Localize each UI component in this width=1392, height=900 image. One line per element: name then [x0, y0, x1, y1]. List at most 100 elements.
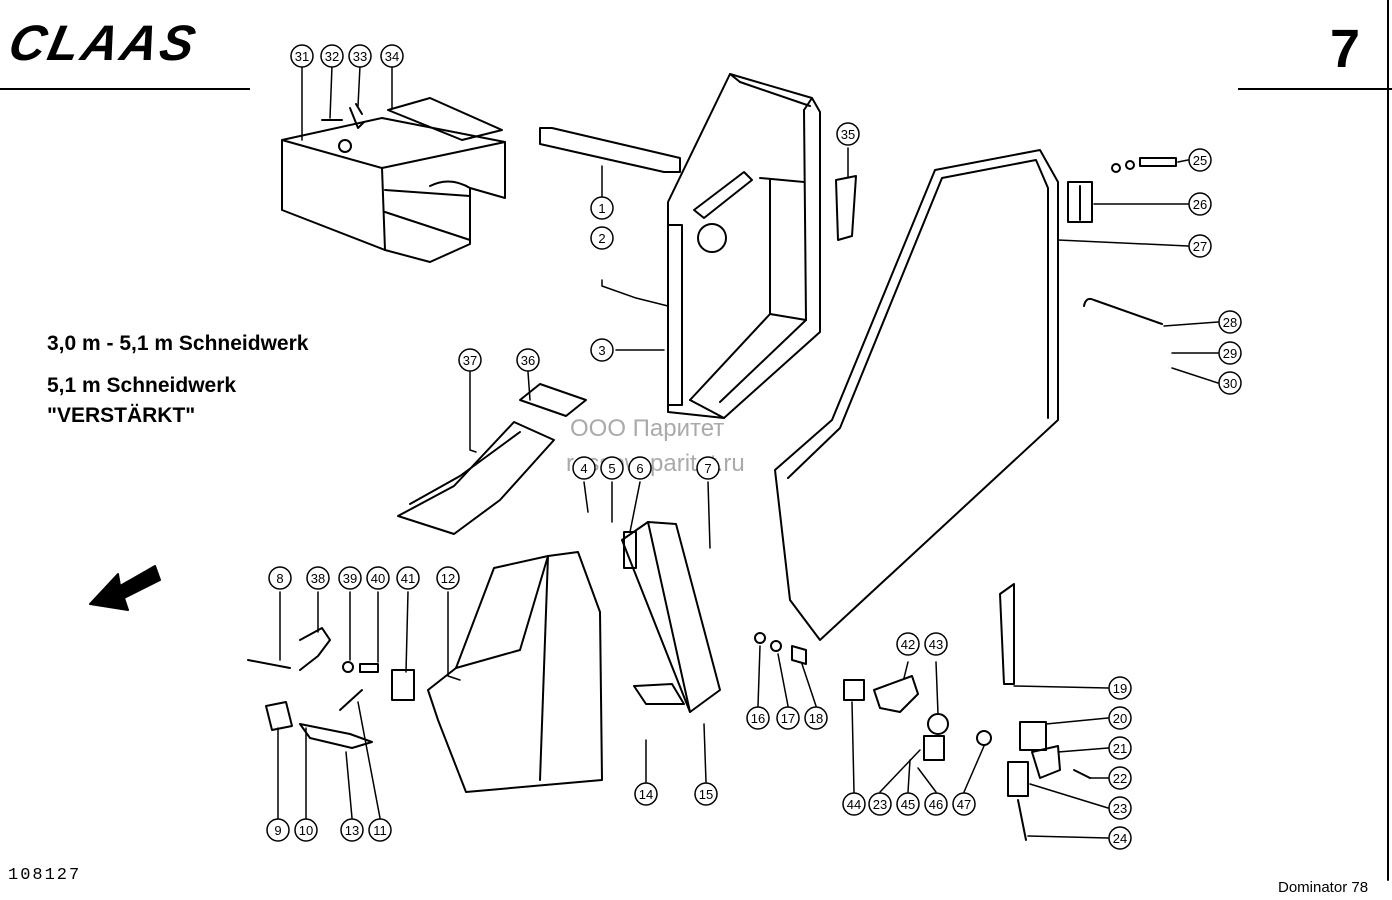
angle-bracket-part — [519, 383, 587, 417]
part-callout: 15 — [694, 782, 718, 806]
part-callout-circle — [268, 566, 292, 590]
clip-part — [835, 175, 857, 241]
part-callout: 44 — [842, 792, 866, 816]
part-callout: 35 — [836, 122, 860, 146]
vertical-beam-part — [621, 521, 721, 713]
part-callout: 29 — [1218, 341, 1242, 365]
part-callout: 21 — [1108, 736, 1132, 760]
part-callout: 18 — [804, 706, 828, 730]
part-callout-circle — [1188, 234, 1212, 258]
model-label: Dominator 78 — [1278, 879, 1369, 896]
part-callout-label: 16 — [751, 711, 765, 726]
part-callout-label: 6 — [636, 461, 643, 476]
channel-edge — [409, 431, 521, 505]
part-callout-circle — [1108, 766, 1132, 790]
caption-reinforced-header: 5,1 m Schneidwerk — [47, 374, 237, 397]
part-callout: 23 — [868, 792, 892, 816]
bolt-25 — [1139, 157, 1177, 167]
part-callout-label: 27 — [1193, 239, 1207, 254]
part-callout-label: 12 — [441, 571, 455, 586]
part-callout-label: 24 — [1113, 831, 1127, 846]
part-callout: 32 — [320, 44, 344, 68]
part-callout: 2 — [590, 226, 614, 250]
part-callout-circle — [868, 792, 892, 816]
logo-underline — [0, 88, 250, 90]
channel-support-part — [397, 421, 555, 535]
part-callout-circle — [590, 338, 614, 362]
part-callout-circle — [952, 792, 976, 816]
part-callout-label: 29 — [1223, 346, 1237, 361]
part-callout: 7 — [696, 456, 720, 480]
part-callout-label: 23 — [873, 797, 887, 812]
part-callout-circle — [924, 632, 948, 656]
part-callout-label: 3 — [598, 343, 605, 358]
part-callout-label: 13 — [345, 823, 359, 838]
part-callout-label: 7 — [704, 461, 711, 476]
part-callout: 22 — [1108, 766, 1132, 790]
part-callout-label: 10 — [299, 823, 313, 838]
part-callout-circle — [266, 818, 290, 842]
part-callout-label: 41 — [401, 571, 415, 586]
part-callout-label: 2 — [598, 231, 605, 246]
part-callout: 33 — [348, 44, 372, 68]
part-callout-circle — [290, 44, 314, 68]
beam-foot-plate — [633, 683, 685, 705]
part-callout-label: 11 — [373, 823, 387, 838]
part-callout-label: 43 — [929, 637, 943, 652]
part-callout-label: 32 — [325, 49, 339, 64]
part-callout-circle — [1188, 192, 1212, 216]
part-callout-circle — [590, 196, 614, 220]
part-callout-label: 42 — [901, 637, 915, 652]
part-callout-circle — [1218, 341, 1242, 365]
part-callout-label: 9 — [274, 823, 281, 838]
part-callout: 43 — [924, 632, 948, 656]
part-callout-label: 19 — [1113, 681, 1127, 696]
part-callout: 28 — [1218, 310, 1242, 334]
part-callout-circle — [1108, 736, 1132, 760]
part-callout: 20 — [1108, 706, 1132, 730]
part-callout-label: 28 — [1223, 315, 1237, 330]
large-cover-panel-part — [774, 149, 1059, 641]
part-callout-circle — [340, 818, 364, 842]
part-callout-label: 15 — [699, 787, 713, 802]
part-callout: 41 — [396, 566, 420, 590]
part-callout: 46 — [924, 792, 948, 816]
part-callout: 47 — [952, 792, 976, 816]
part-callout-circle — [396, 566, 420, 590]
part-callout-label: 47 — [957, 797, 971, 812]
part-callout: 16 — [746, 706, 770, 730]
part-callout: 26 — [1188, 192, 1212, 216]
part-callout-label: 45 — [901, 797, 915, 812]
part-callout-circle — [776, 706, 800, 730]
part-callout-circle — [924, 792, 948, 816]
part-callout: 12 — [436, 566, 460, 590]
nut-25 — [1125, 160, 1135, 170]
part-callout-label: 26 — [1193, 197, 1207, 212]
part-callout: 8 — [268, 566, 292, 590]
part-callout-label: 33 — [353, 49, 367, 64]
caption-standard-header: 3,0 m - 5,1 m Schneidwerk — [47, 332, 309, 355]
part-callout-circle — [1108, 826, 1132, 850]
part-callout-circle — [600, 456, 624, 480]
part-callout-label: 21 — [1113, 741, 1127, 756]
part-callout-circle — [628, 456, 652, 480]
direction-arrow-icon — [89, 565, 161, 611]
part-callout-circle — [320, 44, 344, 68]
hinge-part — [1067, 181, 1093, 223]
part-callout-label: 25 — [1193, 153, 1207, 168]
part-callout: 37 — [458, 348, 482, 372]
part-callout-circle — [1218, 371, 1242, 395]
part-callout-circle — [1188, 148, 1212, 172]
part-callout: 34 — [380, 44, 404, 68]
watermark-company: ООО Паритет — [570, 415, 725, 442]
leader-lines — [277, 65, 1219, 839]
part-callout-circle — [896, 792, 920, 816]
part-callout-label: 4 — [580, 461, 587, 476]
washer-25 — [1111, 163, 1121, 173]
part-callout: 24 — [1108, 826, 1132, 850]
part-callout-circle — [348, 44, 372, 68]
part-callout-label: 36 — [521, 353, 535, 368]
part-callout-circle — [306, 566, 330, 590]
part-callout: 5 — [600, 456, 624, 480]
